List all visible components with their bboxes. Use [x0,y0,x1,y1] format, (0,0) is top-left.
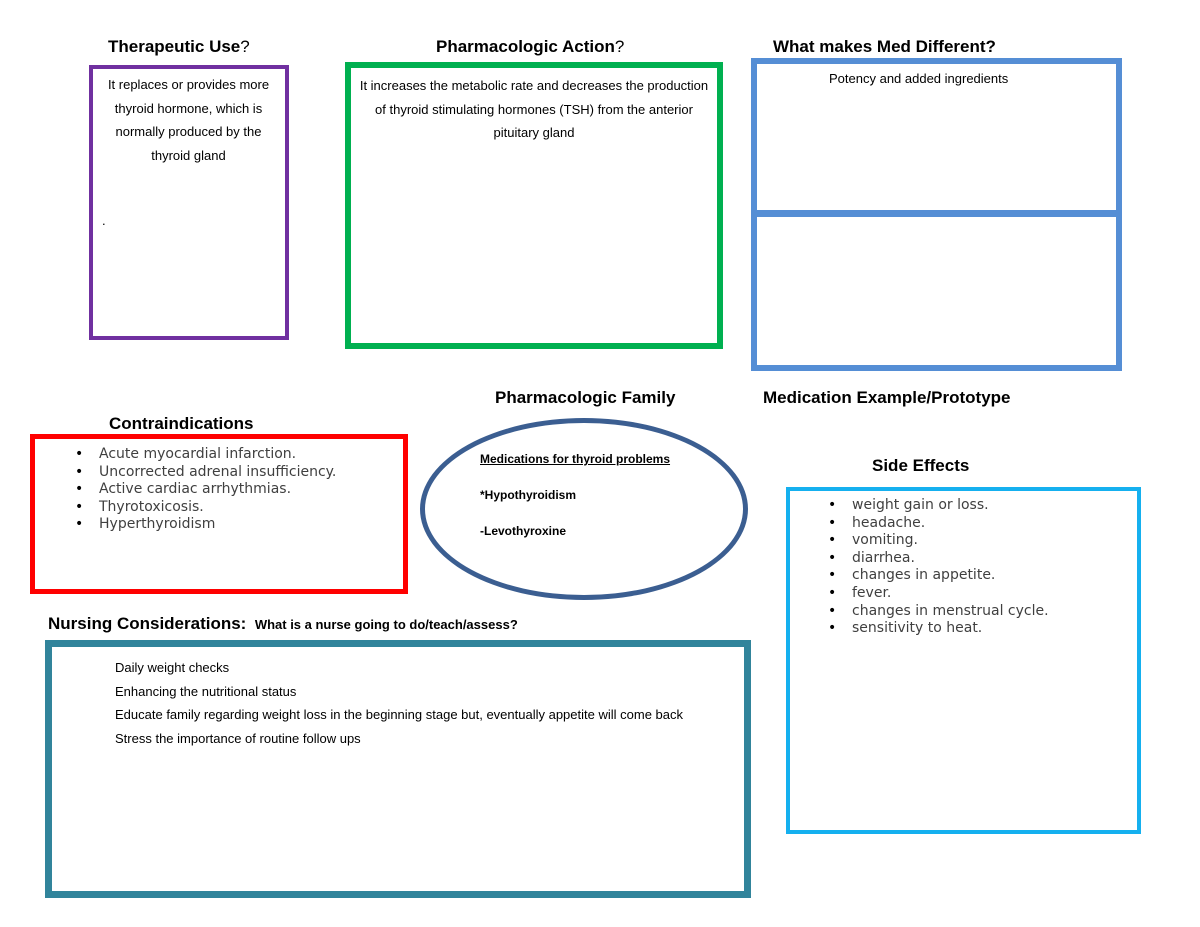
list-item: sensitivity to heat. [828,620,1049,638]
list-item: Active cardiac arrhythmias. [75,481,336,499]
pharmacologic-action-question-mark: ? [614,37,625,56]
nursing-line: Stress the importance of routine follow … [115,730,361,746]
pharmacologic-action-heading: Pharmacologic Action? [436,37,624,57]
medication-example-heading: Medication Example/Prototype [763,388,1011,407]
list-item: weight gain or loss. [828,497,1049,515]
list-item: Uncorrected adrenal insufficiency. [75,464,336,482]
nursing-title: Nursing Considerations: [48,614,247,633]
therapeutic-use-text: It replaces or provides more thyroid hor… [107,77,270,163]
list-item: Hyperthyroidism [75,516,336,534]
med-different-heading: What makes Med Different? [773,37,996,56]
list-item: Thyrotoxicosis. [75,499,336,517]
family-line-medications: Medications for thyroid problems [480,452,671,466]
pharmacologic-action-box: It increases the metabolic rate and decr… [345,62,723,349]
family-line-hypothyroidism: *Hypothyroidism [480,488,577,502]
therapeutic-use-title: Therapeutic Use [108,37,241,56]
med-different-divider [757,210,1116,217]
pharmacologic-family-ellipse [420,418,748,600]
therapeutic-use-box: It replaces or provides more thyroid hor… [89,65,289,340]
med-different-text: Potency and added ingredients [829,71,1009,86]
side-effects-list: weight gain or loss. headache. vomiting.… [828,497,1049,638]
nursing-line: Daily weight checks [115,660,230,675]
list-item: diarrhea. [828,550,1049,568]
pharmacologic-family-text: Medications for thyroid problems *Hypoth… [480,450,670,540]
list-item: changes in menstrual cycle. [828,603,1049,621]
nursing-box: Daily weight checks Enhancing the nutrit… [45,640,751,898]
contraindications-list: Acute myocardial infarction. Uncorrected… [75,446,336,534]
nursing-subtitle: What is a nurse going to do/teach/assess… [254,617,518,632]
nursing-heading: Nursing Considerations: What is a nurse … [48,614,518,634]
contraindications-heading: Contraindications [109,414,254,433]
pharmacologic-family-heading: Pharmacologic Family [495,388,676,407]
therapeutic-use-question-mark: ? [240,37,250,56]
pharmacologic-action-text: It increases the metabolic rate and decr… [359,78,709,140]
side-effects-heading: Side Effects [872,456,970,475]
list-item: fever. [828,585,1049,603]
list-item: Acute myocardial infarction. [75,446,336,464]
list-item: vomiting. [828,532,1049,550]
pharmacologic-action-title: Pharmacologic Action [436,37,615,56]
therapeutic-use-heading: Therapeutic Use? [108,37,250,57]
family-line-levothyroxine: -Levothyroxine [480,524,567,538]
list-item: changes in appetite. [828,567,1049,585]
nursing-line: Enhancing the nutritional status [115,683,297,699]
side-effects-box: weight gain or loss. headache. vomiting.… [786,487,1141,834]
med-different-box: Potency and added ingredients [751,58,1122,371]
list-item: headache. [828,515,1049,533]
contraindications-box: Acute myocardial infarction. Uncorrected… [30,434,408,594]
nursing-lines: Daily weight checks Enhancing the nutrit… [115,656,715,750]
therapeutic-use-extra: . [102,213,106,228]
nursing-line: Educate family regarding weight loss in … [115,707,684,722]
